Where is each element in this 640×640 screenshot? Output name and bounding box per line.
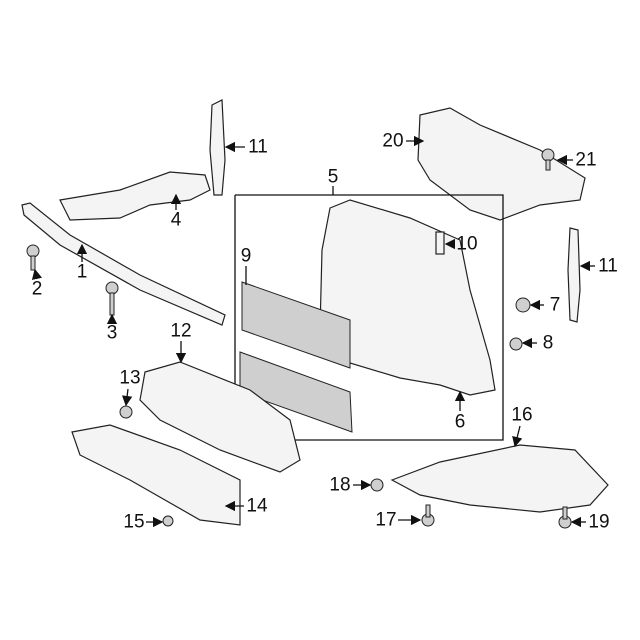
callout-5: 5 [327, 166, 339, 188]
callout-3: 3 [106, 322, 118, 344]
callout-20: 20 [382, 130, 404, 152]
callout-11-left: 11 [248, 136, 268, 158]
part-10-clip [435, 231, 445, 255]
part-1-rail [21, 202, 226, 326]
callout-2: 2 [31, 278, 43, 300]
callout-21: 21 [575, 149, 597, 171]
callout-8: 8 [542, 332, 554, 354]
callout-12: 12 [170, 320, 192, 342]
callout-1: 1 [76, 261, 88, 283]
part-9-shutter-upper [241, 281, 351, 369]
fasteners [26, 148, 572, 529]
part-11-left-bracket [209, 99, 226, 196]
callout-13: 13 [119, 367, 141, 389]
part-16-undershield [390, 444, 609, 513]
assembly-5-box [234, 194, 504, 441]
callout-17: 17 [375, 509, 397, 531]
callout-14: 14 [246, 495, 268, 517]
part-11-right-bracket [567, 227, 581, 323]
part-14-lower-deflector [71, 424, 241, 526]
callout-7: 7 [549, 294, 561, 316]
callout-6: 6 [454, 411, 466, 433]
part-20-shield [417, 107, 586, 221]
callout-10: 10 [456, 233, 478, 255]
callout-16: 16 [511, 404, 533, 426]
callout-18: 18 [329, 474, 351, 496]
callout-11-right: 11 [598, 255, 618, 277]
callout-9: 9 [240, 245, 252, 267]
part-4-bracket [59, 171, 211, 221]
leader-lines [31, 135, 595, 528]
callout-15: 15 [123, 511, 145, 533]
callout-4: 4 [170, 209, 182, 231]
callout-19: 19 [588, 511, 610, 533]
part-12-deflector [139, 361, 301, 473]
part-9-shutter-lower [239, 351, 353, 433]
